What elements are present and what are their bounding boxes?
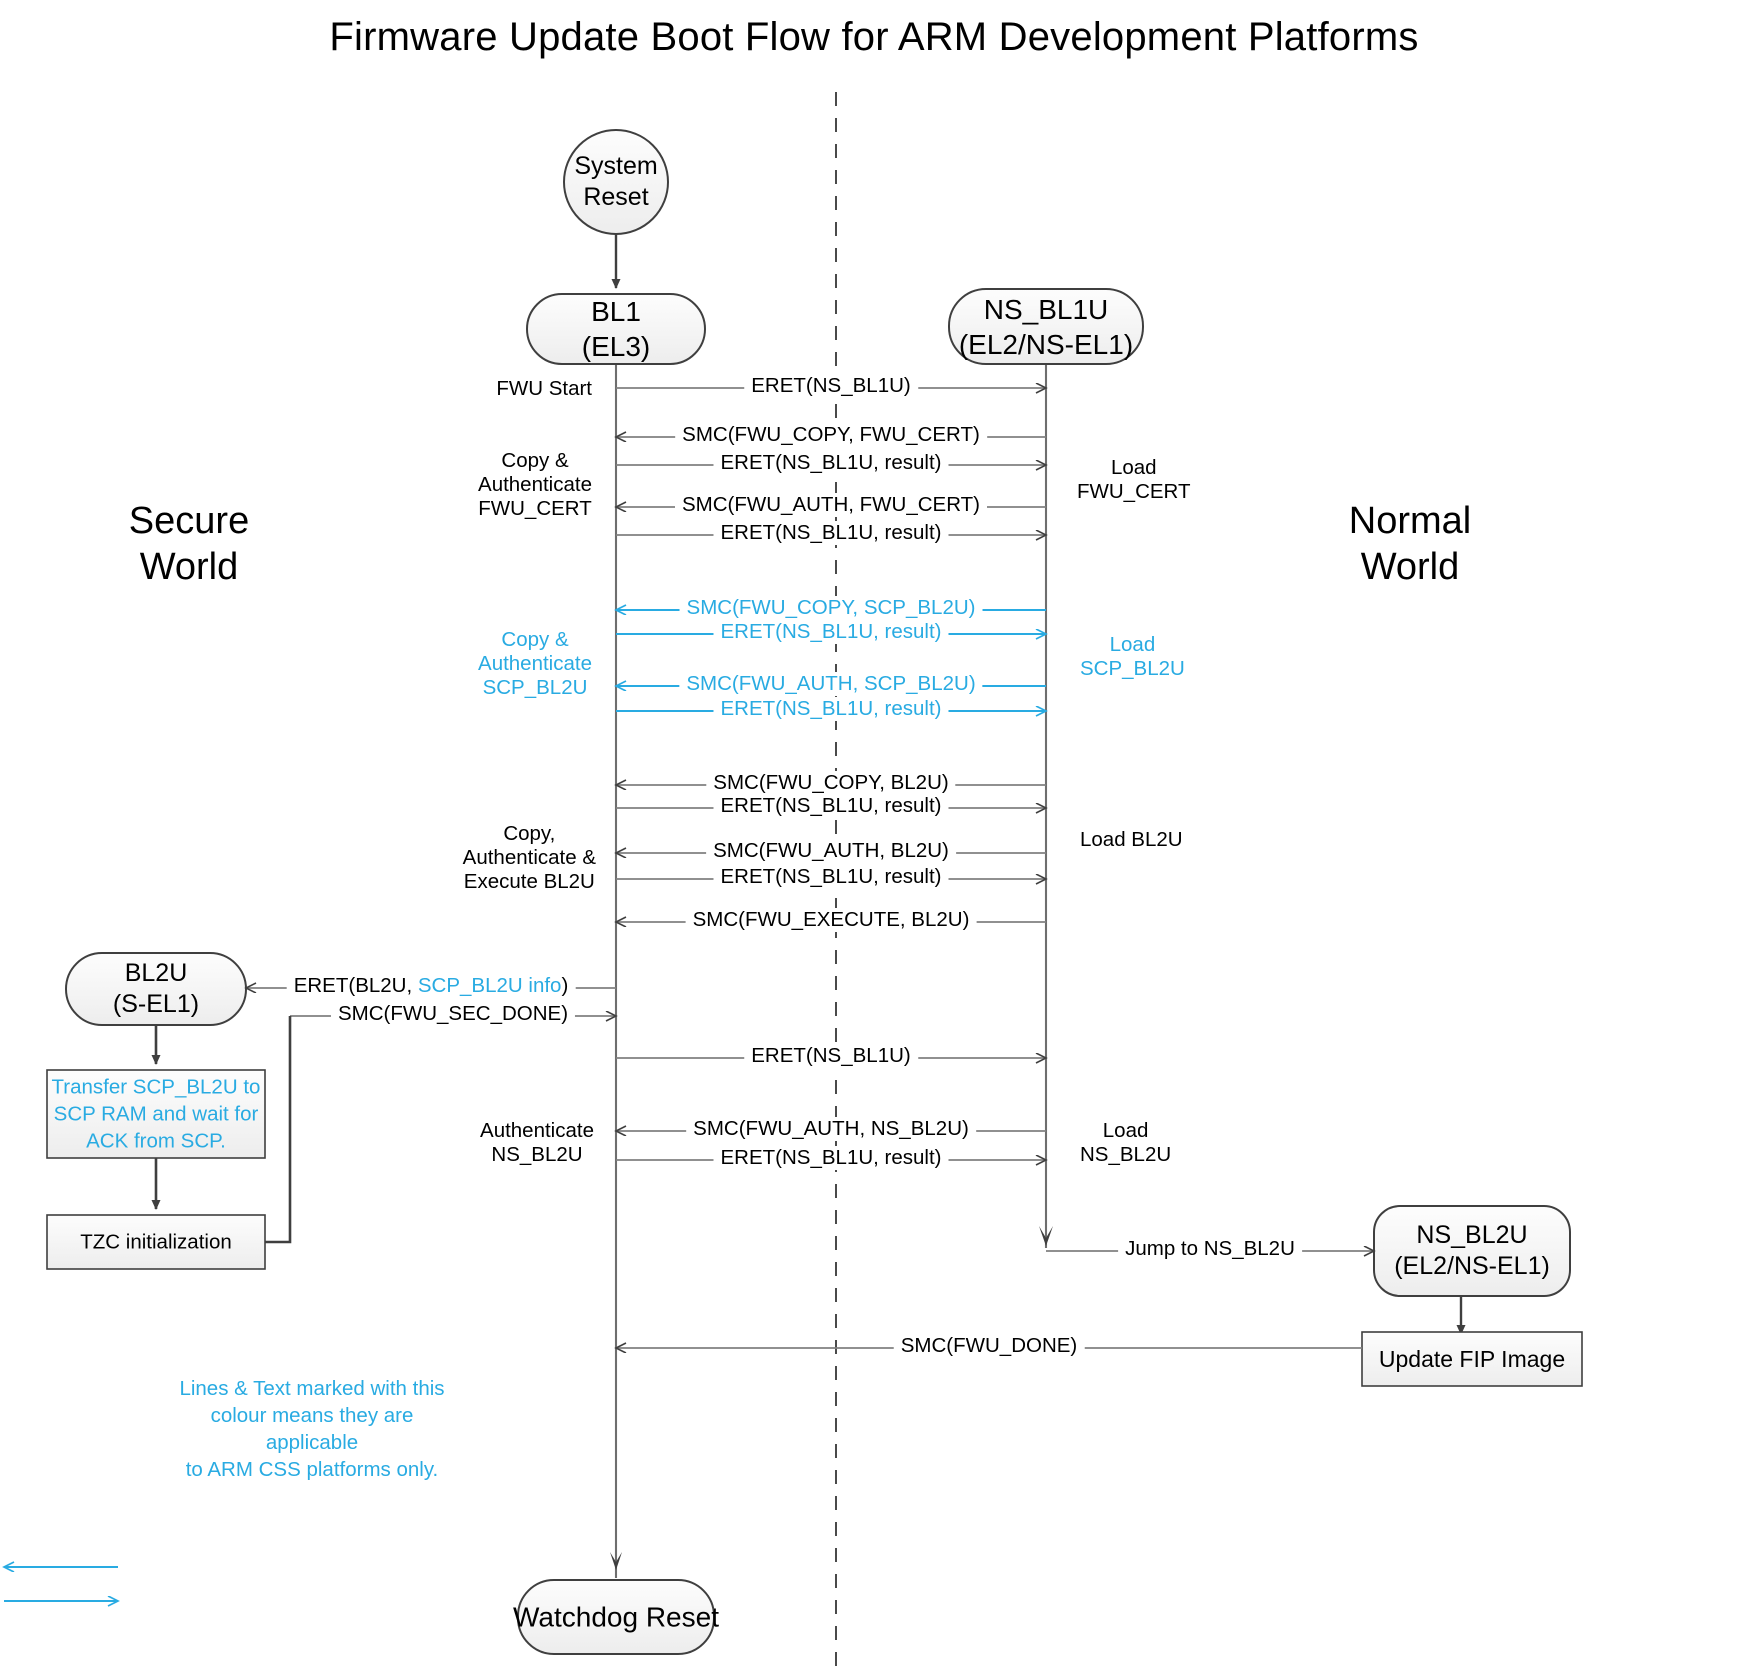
load-ns-bl2u-line1: Load <box>1102 1119 1149 1142</box>
msg-label-smc-fwu-execute-bl2u: SMC(FWU_EXECUTE, BL2U) <box>685 908 977 933</box>
load-ns-bl2u-line2: NS_BL2U <box>1080 1143 1172 1167</box>
load-scp-bl2u-line2: SCP_BL2U <box>1080 657 1185 681</box>
copy-auth-scp-bl2u-line2: Authenticate <box>478 652 592 676</box>
secure-world-line1: Secure <box>128 500 250 542</box>
annotation-copy-auth-fwu-cert: Copy & Authenticate FWU_CERT <box>478 449 592 522</box>
node-label-ns-bl2u: NS_BL2U (EL2/NS-EL1) <box>1394 1220 1550 1283</box>
ns-bl1u-line1: NS_BL1U <box>983 294 1109 325</box>
node-bl1 <box>526 293 706 365</box>
tzc-init-line1: TZC initialization <box>80 1230 232 1254</box>
bl1-line1: BL1 <box>591 296 641 327</box>
load-fwu-cert-line2: FWU_CERT <box>1077 480 1191 504</box>
annotation-load-scp-bl2u: Load SCP_BL2U <box>1080 633 1185 681</box>
msg-label-eret-result-3: ERET(NS_BL1U, result) <box>713 620 949 645</box>
copy-auth-exec-bl2u-line3: Execute BL2U <box>463 870 595 894</box>
msg-label-jump-to-ns-bl2u: Jump to NS_BL2U <box>1118 1237 1302 1262</box>
normal-world-label: Normal World <box>1349 498 1471 591</box>
msg-label-smc-fwu-auth-ns-bl2u: SMC(FWU_AUTH, NS_BL2U) <box>686 1117 976 1142</box>
ns-bl2u-line1: NS_BL2U <box>1416 1220 1528 1249</box>
transfer-scp-line3: ACK from SCP. <box>86 1129 226 1153</box>
msg-label-eret-result-4: ERET(NS_BL1U, result) <box>713 697 949 722</box>
system-reset-line2: Reset <box>583 183 649 211</box>
eret-bl2u-prefix: ERET(BL2U, <box>293 974 418 997</box>
copy-auth-scp-bl2u-line1: Copy & <box>501 628 569 651</box>
page-title: Firmware Update Boot Flow for ARM Develo… <box>329 15 1419 59</box>
msg-label-smc-fwu-auth-fwu-cert: SMC(FWU_AUTH, FWU_CERT) <box>675 493 987 518</box>
bl2u-line1: BL2U <box>124 958 188 987</box>
node-label-watchdog-reset: Watchdog Reset <box>513 1600 719 1635</box>
node-label-bl1: BL1 (EL3) <box>582 294 650 364</box>
legend-line3: to ARM CSS platforms only. <box>185 1458 439 1482</box>
msg-label-smc-fwu-copy-scp-bl2u: SMC(FWU_COPY, SCP_BL2U) <box>679 596 983 621</box>
update-fip-line1: Update FIP Image <box>1378 1345 1566 1372</box>
node-label-system-reset: System Reset <box>574 151 657 214</box>
normal-world-line2: World <box>1360 546 1460 589</box>
copy-auth-exec-bl2u-line2: Authenticate & <box>462 846 596 870</box>
transfer-scp-line2: SCP RAM and wait for <box>53 1102 259 1126</box>
node-label-ns-bl1u: NS_BL1U (EL2/NS-EL1) <box>959 292 1133 362</box>
lifeline-bl1 <box>610 364 622 1578</box>
node-watchdog-reset <box>517 1579 715 1655</box>
copy-auth-fwu-cert-line2: Authenticate <box>478 473 592 497</box>
annotation-copy-auth-exec-bl2u: Copy, Authenticate & Execute BL2U <box>463 822 596 895</box>
load-scp-bl2u-line1: Load <box>1109 633 1156 656</box>
msg-label-eret-result-7: ERET(NS_BL1U, result) <box>713 1146 949 1171</box>
msg-label-smc-fwu-copy-bl2u: SMC(FWU_COPY, BL2U) <box>706 771 956 796</box>
secure-world-line2: World <box>139 546 239 589</box>
box-label-tzc-init: TZC initialization <box>49 1228 263 1255</box>
msg-label-eret-result-2: ERET(NS_BL1U, result) <box>713 521 949 546</box>
copy-auth-fwu-cert-line1: Copy & <box>501 449 569 472</box>
msg-label-eret-bl2u-scp-info: ERET(BL2U, SCP_BL2U info) <box>286 974 576 999</box>
legend-line1: Lines & Text marked with this <box>179 1377 445 1400</box>
copy-auth-scp-bl2u-line3: SCP_BL2U <box>482 676 588 700</box>
annotation-copy-auth-scp-bl2u: Copy & Authenticate SCP_BL2U <box>478 628 592 701</box>
msg-label-smc-fwu-auth-bl2u: SMC(FWU_AUTH, BL2U) <box>706 839 956 864</box>
secure-world-label: Secure World <box>129 498 249 591</box>
msg-label-eret-result-6: ERET(NS_BL1U, result) <box>713 865 949 890</box>
node-label-bl2u: BL2U (S-EL1) <box>113 958 199 1021</box>
system-reset-line1: System <box>574 151 658 180</box>
msg-label-smc-fwu-done: SMC(FWU_DONE) <box>893 1334 1085 1359</box>
normal-world-line1: Normal <box>1348 500 1472 542</box>
bl1-line2: (EL3) <box>581 331 651 362</box>
msg-label-smc-fwu-sec-done: SMC(FWU_SEC_DONE) <box>330 1002 576 1027</box>
bl2u-line2: (S-EL1) <box>112 990 200 1018</box>
ns-bl2u-line2: (EL2/NS-EL1) <box>1394 1252 1550 1280</box>
load-fwu-cert-line1: Load <box>1110 456 1157 479</box>
lifeline-ns-bl1u <box>1039 364 1053 1248</box>
node-ns-bl1u <box>948 288 1144 365</box>
annotation-load-bl2u: Load BL2U <box>1080 828 1183 852</box>
box-transfer-scp <box>46 1069 266 1159</box>
annotation-fwu-start: FWU Start <box>496 377 592 401</box>
box-label-update-fip: Update FIP Image <box>1364 1344 1580 1374</box>
eret-bl2u-suffix: ) <box>561 974 569 997</box>
authenticate-ns-bl2u-line1: Authenticate <box>480 1119 594 1142</box>
msg-label-eret-ns-bl1u-2: ERET(NS_BL1U) <box>744 1044 918 1069</box>
msg-label-eret-result-5: ERET(NS_BL1U, result) <box>713 794 949 819</box>
annotation-authenticate-ns-bl2u: Authenticate NS_BL2U <box>480 1119 594 1167</box>
load-bl2u-line1: Load BL2U <box>1080 828 1183 851</box>
ns-bl1u-line2: (EL2/NS-EL1) <box>958 329 1134 360</box>
box-label-transfer-scp: Transfer SCP_BL2U to SCP RAM and wait fo… <box>49 1073 263 1154</box>
authenticate-ns-bl2u-line2: NS_BL2U <box>491 1143 583 1167</box>
legend-line2: colour means they are applicable <box>210 1404 414 1455</box>
copy-auth-exec-bl2u-line1: Copy, <box>503 822 556 845</box>
edge-tzc-to-sec-done <box>265 1016 292 1244</box>
msg-label-eret-ns-bl1u-1: ERET(NS_BL1U) <box>744 374 918 399</box>
msg-label-smc-fwu-auth-scp-bl2u: SMC(FWU_AUTH, SCP_BL2U) <box>679 672 983 697</box>
annotation-load-ns-bl2u: Load NS_BL2U <box>1080 1119 1171 1167</box>
msg-label-smc-fwu-copy-fwu-cert: SMC(FWU_COPY, FWU_CERT) <box>675 423 987 448</box>
annotation-load-fwu-cert: Load FWU_CERT <box>1077 456 1191 504</box>
box-update-fip <box>1361 1331 1583 1387</box>
watchdog-reset-line1: Watchdog Reset <box>513 1601 719 1633</box>
msg-label-eret-result-1: ERET(NS_BL1U, result) <box>713 451 949 476</box>
legend-caption: Lines & Text marked with this colour mea… <box>162 1375 462 1483</box>
fwu-start-line1: FWU Start <box>496 377 592 400</box>
eret-bl2u-scp-info-cyan: SCP_BL2U info <box>417 974 562 997</box>
box-tzc-init <box>46 1214 266 1270</box>
transfer-scp-line1: Transfer SCP_BL2U to <box>51 1075 261 1099</box>
copy-auth-fwu-cert-line3: FWU_CERT <box>478 497 592 521</box>
